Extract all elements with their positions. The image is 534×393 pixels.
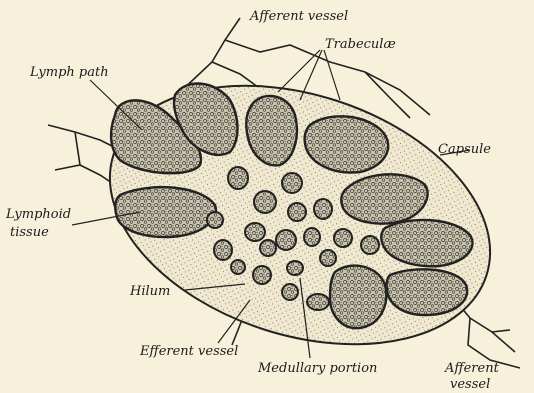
label-lymphoid-line2: tissue: [10, 225, 49, 240]
medullary-cord: [320, 250, 336, 266]
afferent-vessel-left: [48, 125, 120, 150]
medullary-cord: [260, 240, 276, 256]
medullary-cord: [253, 266, 271, 284]
medullary-cord: [231, 260, 245, 274]
medullary-cord: [214, 240, 232, 260]
label-medullary-portion: Medullary portion: [257, 361, 377, 376]
leader-trabeculae-3: [324, 50, 340, 100]
medullary-cord: [307, 294, 329, 310]
label-afferent-vessel-bottom-2: vessel: [450, 377, 490, 392]
medullary-cord: [282, 173, 302, 193]
follicle: [330, 266, 386, 329]
medullary-cord: [334, 229, 352, 247]
label-lymph-path: Lymph path: [29, 65, 109, 80]
label-trabeculae: Trabeculæ: [325, 37, 396, 52]
afferent-vessel-left-2: [55, 165, 115, 185]
leader-trabeculae-2: [300, 50, 322, 100]
afferent-vessel-bottom-right-3: [492, 330, 510, 332]
afferent-vessel-top: [180, 18, 240, 92]
medullary-cord: [288, 203, 306, 221]
afferent-vessel-left-3: [75, 132, 80, 165]
medullary-cord: [282, 284, 298, 300]
medullary-cord: [276, 230, 296, 250]
label-afferent-vessel-bottom-1: Afferent: [444, 361, 500, 376]
label-capsule: Capsule: [438, 142, 491, 157]
medullary-cord: [314, 199, 332, 219]
medullary-cord: [304, 228, 320, 246]
afferent-vessel-right: [365, 72, 410, 118]
medullary-cord: [228, 167, 248, 189]
follicle: [387, 269, 468, 315]
label-efferent-vessel: Efferent vessel: [139, 344, 238, 359]
medullary-cord: [207, 212, 223, 228]
medullary-cord: [361, 236, 379, 254]
medullary-cord: [254, 191, 276, 213]
label-hilum: Hilum: [129, 284, 170, 299]
label-afferent-vessel-top: Afferent vessel: [249, 9, 348, 24]
medullary-cord: [287, 261, 303, 275]
follicle: [341, 174, 427, 223]
follicle: [115, 187, 216, 237]
leader-trabeculae-1: [278, 50, 320, 92]
medullary-cord: [245, 223, 265, 241]
label-lymphoid-line1: Lymphoid: [5, 207, 71, 222]
